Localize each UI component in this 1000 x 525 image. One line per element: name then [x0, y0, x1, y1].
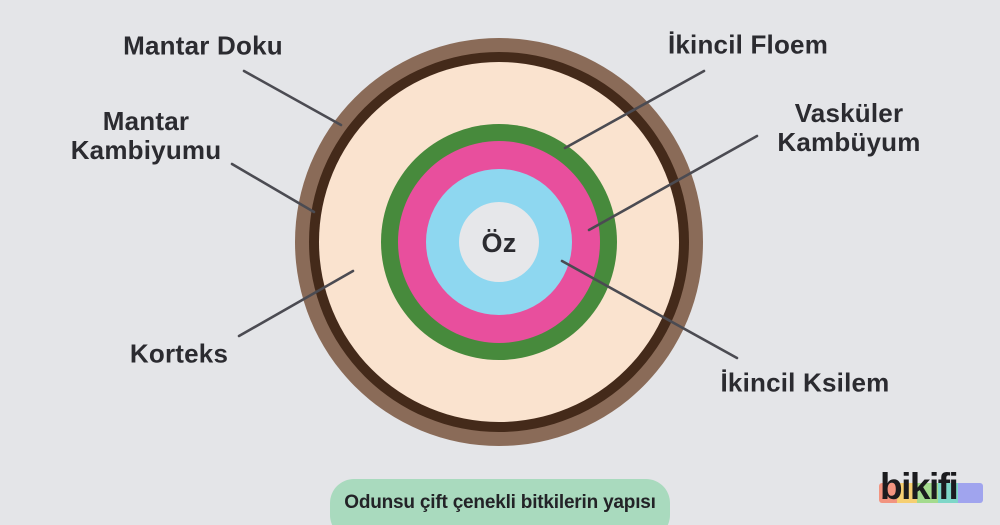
logo-color-band	[879, 483, 983, 503]
caption-pill: Odunsu çift çenekli bitkilerin yapısı	[330, 479, 670, 525]
logo-band-segment	[917, 483, 938, 503]
label-oz: Öz	[481, 227, 517, 258]
leader-ikincil-floem	[563, 69, 706, 150]
logo-band-segment	[938, 483, 958, 503]
leader-vaskuler-kambuyum	[587, 134, 759, 232]
label-mantar-doku: Mantar Doku	[123, 30, 283, 61]
logo-band-segment	[897, 483, 917, 503]
label-mantar-kambiyumu: Mantar Kambiyumu	[70, 105, 222, 165]
logo-band-segment	[879, 483, 897, 503]
label-ikincil-ksilem: İkincil Ksilem	[720, 367, 890, 398]
logo-band-segment	[958, 483, 983, 503]
leader-mantar-doku	[242, 69, 343, 127]
caption-text: Odunsu çift çenekli bitkilerin yapısı	[344, 492, 656, 513]
circle-oz	[459, 202, 539, 282]
label-korteks: Korteks	[129, 338, 229, 369]
bikifi-logo: bikifi	[879, 466, 987, 514]
label-ikincil-floem: İkincil Floem	[667, 29, 829, 60]
leader-korteks	[237, 269, 355, 338]
logo-text: bikifi	[880, 466, 959, 507]
leader-mantar-kambiyumu	[230, 162, 316, 214]
leader-ikincil-ksilem	[560, 259, 739, 360]
label-vaskuler-kambuyum: Vasküler Kambüyum	[777, 97, 921, 157]
